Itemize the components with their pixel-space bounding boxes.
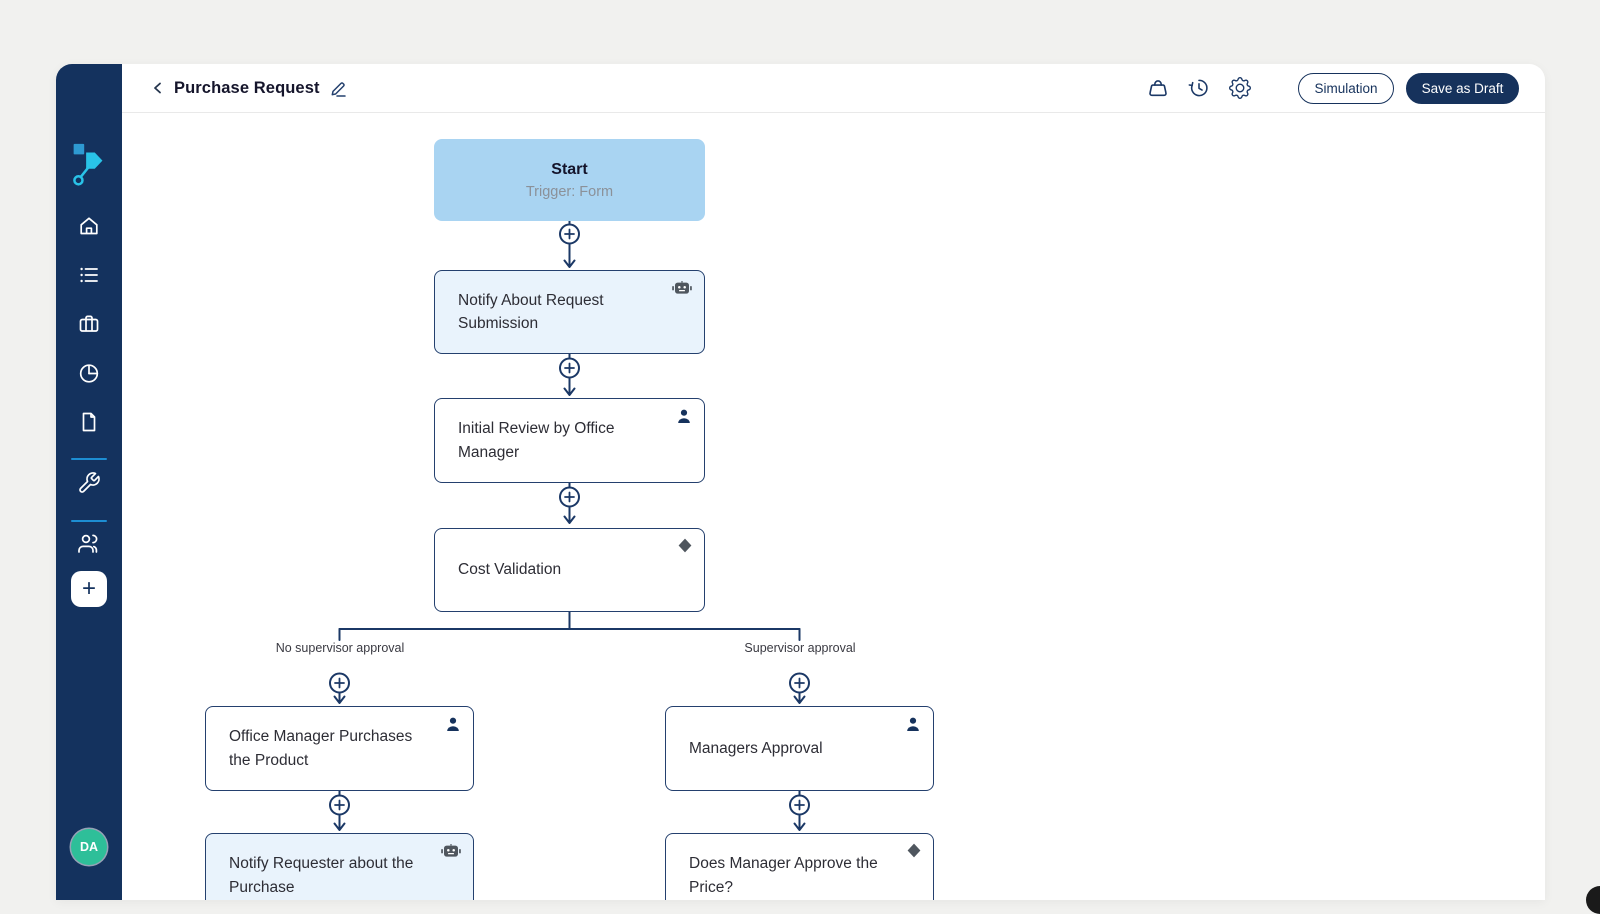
top-bar-actions: Simulation Save as Draft xyxy=(1140,70,1519,106)
robot-icon xyxy=(672,280,692,296)
node-title: Office Manager Purchases the Product xyxy=(229,728,413,769)
sidebar: + DA xyxy=(56,64,122,900)
page-title: Purchase Request xyxy=(174,78,320,97)
node-title: Notify About Request Submission xyxy=(458,291,604,332)
node-initial-review-by-office-manager[interactable]: Initial Review by Office Manager xyxy=(434,398,705,483)
back-chevron-icon xyxy=(154,82,161,94)
main-panel: Purchase Request xyxy=(122,64,1545,900)
save-as-draft-button[interactable]: Save as Draft xyxy=(1406,72,1519,104)
sidebar-divider-bottom xyxy=(71,520,107,522)
corner-widget[interactable] xyxy=(1586,886,1600,914)
node-title: Managers Approval xyxy=(689,739,823,757)
simulation-button-label: Simulation xyxy=(1314,80,1378,96)
wrench-icon xyxy=(79,472,100,493)
sidebar-divider-top xyxy=(71,458,107,460)
sidebar-item-home[interactable] xyxy=(69,206,109,246)
back-button[interactable] xyxy=(148,78,168,98)
app-logo[interactable] xyxy=(69,143,109,186)
app-window: + DA Purchase Request xyxy=(56,64,1545,900)
add-step-button[interactable] xyxy=(789,672,810,694)
pie-chart-icon xyxy=(79,364,99,383)
sidebar-item-analytics[interactable] xyxy=(69,353,109,393)
rename-button[interactable] xyxy=(329,78,349,98)
users-icon xyxy=(78,534,98,553)
history-button[interactable] xyxy=(1181,70,1217,106)
sidebar-item-tasks[interactable] xyxy=(69,255,109,295)
sidebar-item-documents[interactable] xyxy=(69,402,109,442)
weight-icon xyxy=(1149,80,1167,97)
node-does-manager-approve-the-price[interactable]: Does Manager Approve the Price? xyxy=(665,833,934,900)
simulation-button[interactable]: Simulation xyxy=(1298,72,1394,104)
node-cost-validation[interactable]: Cost Validation xyxy=(434,528,705,612)
add-button[interactable]: + xyxy=(71,571,107,607)
avatar-initials: DA xyxy=(79,840,99,854)
node-title: Notify Requester about the Purchase xyxy=(229,855,414,896)
add-button-label: + xyxy=(81,575,96,602)
save-as-draft-label: Save as Draft xyxy=(1421,80,1504,96)
document-icon xyxy=(82,412,96,432)
node-office-manager-purchases-the-product[interactable]: Office Manager Purchases the Product xyxy=(205,706,474,791)
sidebar-item-users[interactable] xyxy=(69,524,109,564)
node-title: Does Manager Approve the Price? xyxy=(689,855,878,896)
gear-icon xyxy=(1229,77,1251,99)
node-start[interactable]: Start Trigger: Form xyxy=(434,139,705,221)
add-step-button[interactable] xyxy=(559,223,580,245)
history-icon xyxy=(1188,79,1208,97)
add-step-button[interactable] xyxy=(329,672,350,694)
person-icon xyxy=(445,716,461,732)
start-node-trigger: Trigger: Form xyxy=(525,183,614,200)
decision-diamond-icon xyxy=(678,538,692,553)
person-icon xyxy=(905,716,921,732)
node-notify-requester-about-the-purchase[interactable]: Notify Requester about the Purchase xyxy=(205,833,474,900)
list-icon xyxy=(80,267,98,283)
branch-label-left: No supervisor approval xyxy=(275,641,405,655)
decision-diamond-icon xyxy=(907,843,921,858)
sidebar-item-projects[interactable] xyxy=(69,304,109,344)
flow-logo-icon xyxy=(73,143,103,186)
briefcase-icon xyxy=(79,315,99,332)
add-step-button[interactable] xyxy=(559,486,580,508)
person-icon xyxy=(676,408,692,424)
home-icon xyxy=(80,217,98,235)
node-title: Cost Validation xyxy=(458,561,562,579)
node-title: Initial Review by Office Manager xyxy=(458,420,615,461)
start-node-title: Start xyxy=(551,160,588,178)
branch-label-right: Supervisor approval xyxy=(744,641,856,655)
settings-button[interactable] xyxy=(1222,70,1258,106)
node-notify-about-request-submission[interactable]: Notify About Request Submission xyxy=(434,270,705,354)
robot-icon xyxy=(441,843,461,859)
weight-button[interactable] xyxy=(1140,70,1176,106)
sidebar-item-builder[interactable] xyxy=(69,463,109,503)
add-step-button[interactable] xyxy=(329,794,350,816)
edit-pencil-icon xyxy=(331,81,346,97)
workflow-canvas[interactable]: Start Trigger: Form Notify About Request… xyxy=(122,112,1545,900)
user-avatar[interactable]: DA xyxy=(71,829,107,865)
top-bar: Purchase Request xyxy=(122,64,1545,113)
add-step-button[interactable] xyxy=(559,357,580,379)
node-managers-approval[interactable]: Managers Approval xyxy=(665,706,934,791)
add-step-button[interactable] xyxy=(789,794,810,816)
